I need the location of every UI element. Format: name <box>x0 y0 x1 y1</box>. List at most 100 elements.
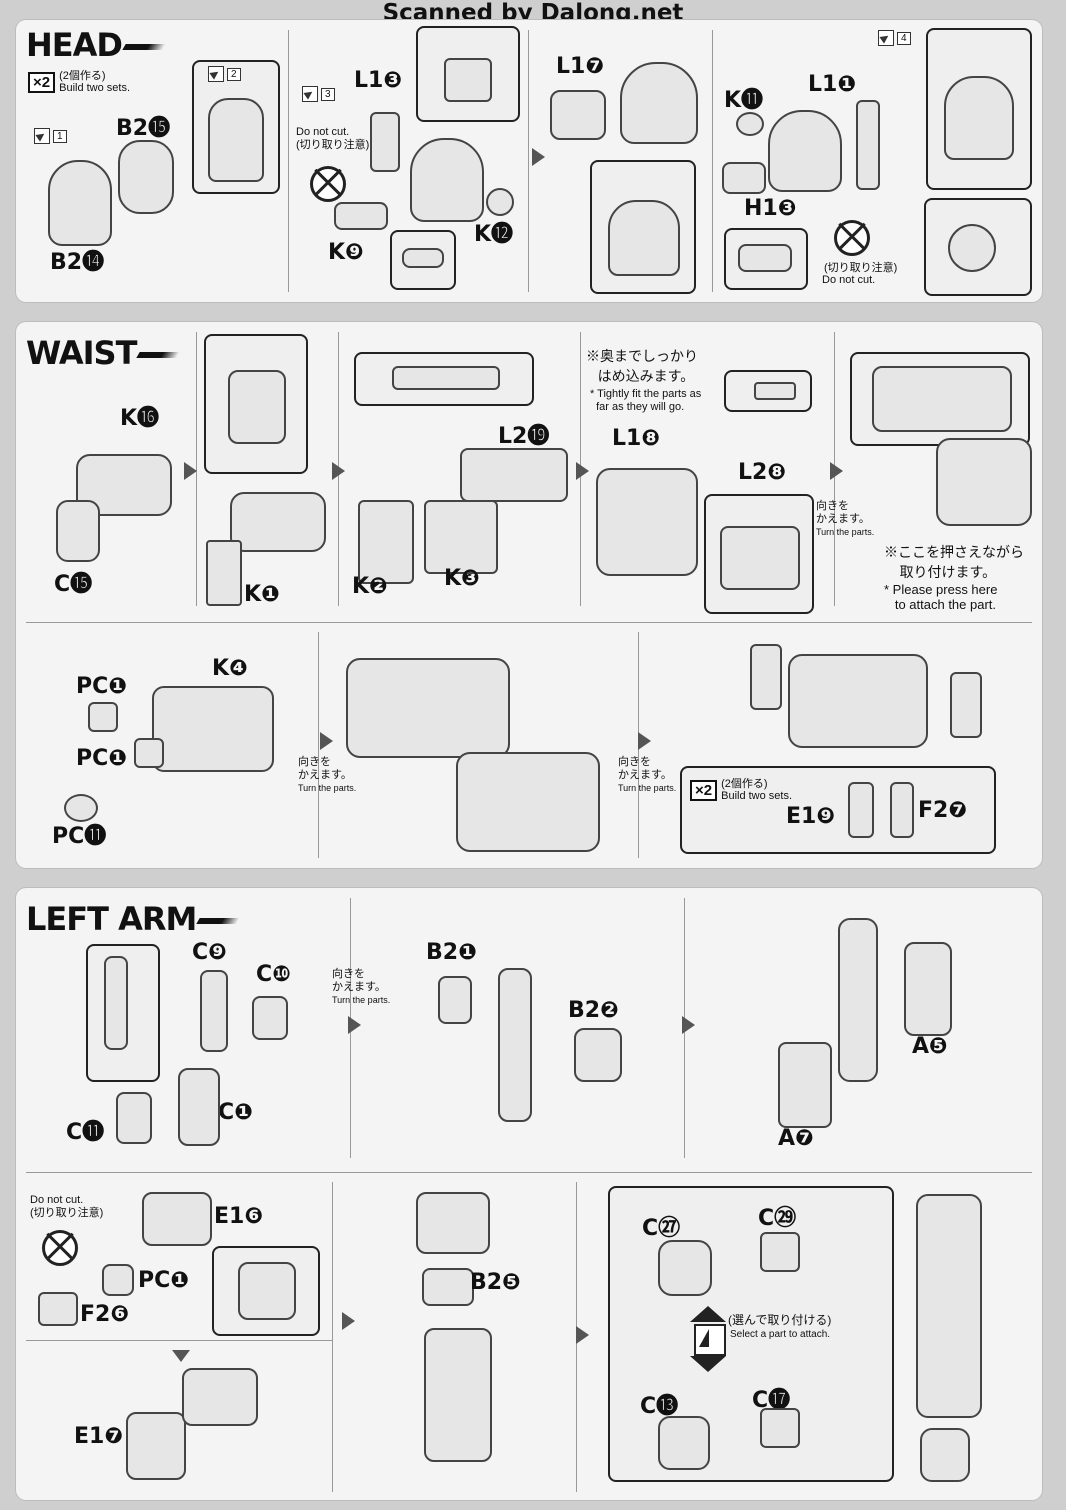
head-part-l1-3 <box>370 112 400 172</box>
arm-detail-c9 <box>86 944 160 1082</box>
head-detail-k9 <box>390 230 456 290</box>
step-1-marker: 1 <box>34 128 67 144</box>
label-c-13: C⓭ <box>640 1394 679 1419</box>
step-arrow-icon <box>320 732 333 750</box>
step-arrow-icon <box>34 128 50 144</box>
head-part-main-5 <box>768 110 842 192</box>
head-part-k-11 <box>736 112 764 136</box>
x2-badge: ×2 <box>690 779 718 801</box>
head-detail-step2: 2 <box>192 60 280 194</box>
step-4-marker: 4 <box>878 30 911 46</box>
label-c-27: C㉗ <box>642 1216 681 1241</box>
label-e1-9: E1❾ <box>786 804 835 829</box>
label-pc-1-arm: PC❶ <box>138 1268 189 1293</box>
waist-part-c-15 <box>56 500 100 562</box>
step-arrow-icon <box>830 462 843 480</box>
arm-detail-e16 <box>212 1246 320 1336</box>
select-note-en: Select a part to attach. <box>730 1329 831 1340</box>
label-c-15: C⓯ <box>54 572 93 597</box>
press-here-note-en: * Please press here to attach the part. <box>884 582 998 612</box>
head-detail-l11 <box>924 198 1032 296</box>
scissors-prohibited-icon <box>834 220 870 256</box>
label-c-1: C❶ <box>218 1100 253 1125</box>
label-l2-19: L2⓳ <box>498 424 550 449</box>
step-arrow-icon <box>638 732 651 750</box>
step-arrow-icon <box>348 1016 361 1034</box>
arm-part-elbow-assembly <box>182 1368 258 1426</box>
waist-detail-3 <box>704 494 814 614</box>
waist-part-assembly-4 <box>596 468 698 576</box>
label-c-29: C㉙ <box>758 1206 797 1231</box>
arm-part-c-11 <box>116 1092 152 1144</box>
head-part-h1-3 <box>722 162 766 194</box>
turn-note-arm: 向きをかえます。Turn the parts. <box>332 968 391 1005</box>
label-e1-7: E1❼ <box>74 1424 123 1449</box>
label-c-10: C❿ <box>256 962 291 987</box>
head-part-b2-14 <box>48 160 112 246</box>
head-title: HEAD <box>26 26 164 64</box>
label-c-11: C⓫ <box>66 1120 105 1145</box>
press-here-note-jp: ※ここを押さえながら 取り付けます。 <box>884 544 1024 580</box>
label-h1-3: H1❸ <box>744 196 797 221</box>
waist-part-k-3 <box>424 500 498 574</box>
scissors-prohibited-icon <box>42 1230 78 1266</box>
arm-part-b2-2 <box>574 1028 622 1082</box>
label-b2-5: B2❺ <box>470 1270 521 1295</box>
waist-detail-2 <box>354 352 534 406</box>
turn-note-1: 向きをかえます。Turn the parts. <box>816 500 875 537</box>
hand-part-c-13 <box>658 1416 710 1470</box>
label-b2-2: B2❷ <box>568 998 619 1023</box>
waist-part-armor-6 <box>456 752 600 852</box>
turn-note-2: 向きをかえます。Turn the parts. <box>298 756 357 793</box>
waist-detail-l28 <box>724 370 812 412</box>
label-f2-7: F2❼ <box>918 798 967 823</box>
head-detail-h13 <box>724 228 808 290</box>
label-b2-1: B2❶ <box>426 940 477 965</box>
left-arm-title: LEFT ARM <box>26 900 238 938</box>
label-k-2: K❷ <box>352 574 388 599</box>
arm-part-c-10 <box>252 996 288 1040</box>
hand-part-c-29 <box>760 1232 800 1272</box>
hand-options-box: C㉗ C㉙ (選んで取り付ける) Select a part to attach… <box>608 1186 894 1482</box>
head-part-k-9 <box>334 202 388 230</box>
waist-part-pc-1b <box>134 738 164 768</box>
waist-part-l2-19 <box>460 448 568 502</box>
hand-part-c-27 <box>658 1240 712 1296</box>
head-panel: HEAD ×2 (2個作る)Build two sets. 1 B2⓯ B2⓮ … <box>16 20 1042 302</box>
label-f2-6: F2❻ <box>80 1302 129 1327</box>
head-part-b2-15 <box>118 140 174 214</box>
arm-part-a-5 <box>904 942 952 1036</box>
label-a-5: A❺ <box>912 1034 948 1059</box>
arm-part-b2-1 <box>438 976 472 1024</box>
step-arrow-icon <box>302 86 318 102</box>
arm-part-c-9 <box>200 970 228 1052</box>
step-3-marker: 3 <box>302 86 335 102</box>
turn-note-3: 向きをかえます。Turn the parts. <box>618 756 677 793</box>
scissors-prohibited-icon <box>310 166 346 202</box>
swap-up-arrow <box>690 1306 726 1322</box>
head-part-main-4 <box>620 62 698 144</box>
label-e1-6: E1❻ <box>214 1204 263 1229</box>
head-part-main-3 <box>410 138 484 222</box>
waist-part-assembly-7 <box>788 654 928 748</box>
head-detail-step3 <box>416 26 520 122</box>
x2-en: Build two sets. <box>59 82 131 94</box>
step-arrow-icon <box>332 462 345 480</box>
build-two-sets-note-2: ×2 (2個作る)Build two sets. <box>690 778 792 802</box>
do-not-cut-note-arm: Do not cut.(切り取り注意) <box>30 1194 104 1219</box>
label-l1-1: L1❶ <box>808 72 856 97</box>
step-arrow-icon <box>682 1016 695 1034</box>
hand-part-c-17 <box>760 1408 800 1448</box>
waist-part-k-2 <box>358 500 414 584</box>
head-detail-step4 <box>926 28 1032 190</box>
tight-fit-note-en: * Tightly fit the parts as far as they w… <box>590 388 702 413</box>
arm-part-forearm <box>424 1328 492 1462</box>
label-pc-1a: PC❶ <box>76 674 127 699</box>
select-note-jp: (選んで取り付ける) <box>728 1313 832 1327</box>
step-arrow-icon <box>172 1350 190 1362</box>
arm-part-e1-7 <box>126 1412 186 1480</box>
label-b2-15: B2⓯ <box>116 116 171 141</box>
x2-badge: ×2 <box>28 71 56 93</box>
waist-part-assembly-6 <box>346 658 510 758</box>
kiritori-note-2: (切り取り注意) <box>824 262 898 274</box>
